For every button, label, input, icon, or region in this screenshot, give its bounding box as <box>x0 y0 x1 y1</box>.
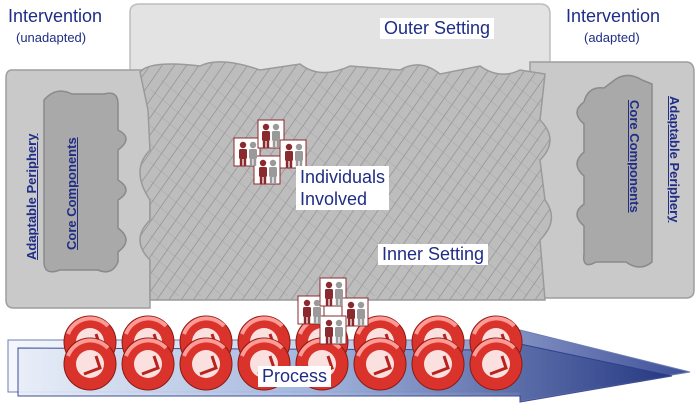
individuals-icon-process <box>297 277 369 345</box>
intervention-left-subtitle: (unadapted) <box>16 30 87 45</box>
outer-setting-label: Outer Setting <box>380 18 495 39</box>
core-components-left-shape <box>43 90 127 273</box>
adaptable-periphery-left-label: Adaptable Periphery <box>24 133 39 260</box>
individuals-line-2: Involved <box>300 189 368 209</box>
intervention-right-subtitle: (adapted) <box>584 30 640 45</box>
individuals-involved-label: Individuals Involved <box>296 166 390 210</box>
inner-setting-label: Inner Setting <box>378 244 489 265</box>
core-components-left-label: Core Components <box>64 137 79 250</box>
intervention-left-title: Intervention <box>8 6 103 26</box>
process-label: Process <box>258 366 332 387</box>
individuals-icon <box>233 119 307 185</box>
core-components-right-shape <box>576 74 653 268</box>
intervention-right-title: Intervention <box>566 6 661 26</box>
individuals-line-1: Individuals <box>300 167 386 187</box>
adaptable-periphery-right-label: Adaptable Periphery <box>667 96 682 223</box>
core-components-right-label: Core Components <box>627 100 642 213</box>
